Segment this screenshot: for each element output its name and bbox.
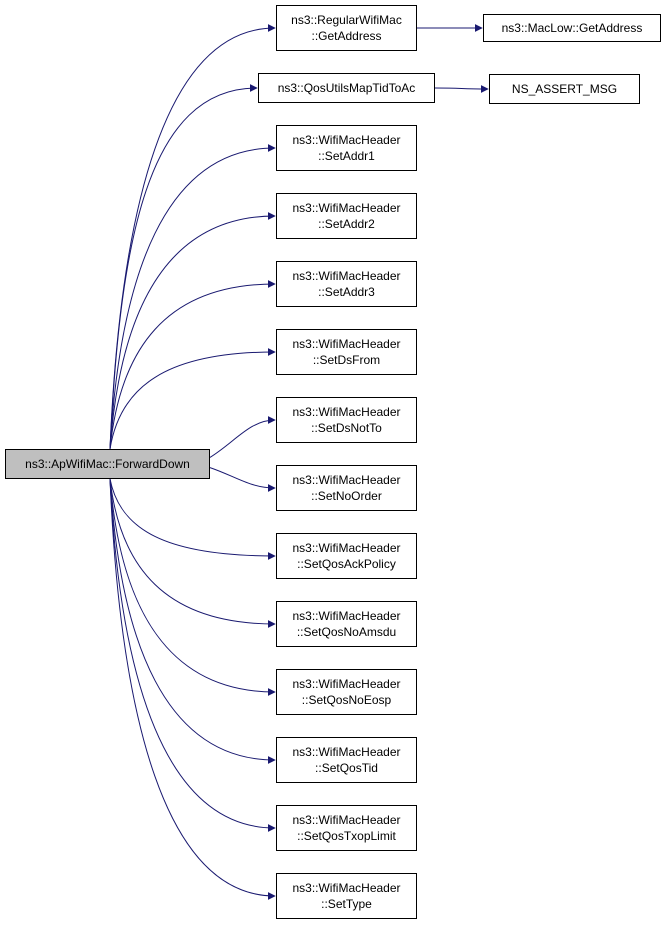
call-edge-5 — [109, 348, 276, 450]
call-edge-13 — [109, 478, 276, 900]
callee-label-line2: ::SetNoOrder — [311, 489, 382, 503]
callee-label-line1: ns3::WifiMacHeader — [292, 609, 401, 623]
callee-label-line1: ns3::WifiMacHeader — [292, 881, 401, 895]
callee-node-ns3-wifimacheader-settype[interactable]: ns3::WifiMacHeader::SetType — [276, 873, 417, 919]
callee-node-ns3-wifimacheader-setaddr2[interactable]: ns3::WifiMacHeader::SetAddr2 — [276, 193, 417, 239]
callee-label-line2: ::SetQosNoAmsdu — [296, 625, 397, 639]
call-edge-9 — [109, 478, 276, 628]
callee-label-line1: ns3::WifiMacHeader — [292, 813, 401, 827]
callee-label-line2: ::SetQosAckPolicy — [297, 557, 396, 571]
callee-node-ns3-wifimacheader-setdsnotto[interactable]: ns3::WifiMacHeader::SetDsNotTo — [276, 397, 417, 443]
callee-label-line2: ::SetType — [321, 897, 372, 911]
callee-label-line2: ::GetAddress — [311, 29, 382, 43]
callee-label-line2: ::SetAddr1 — [318, 149, 375, 163]
callee-node-ns3-wifimacheader-setnoorder[interactable]: ns3::WifiMacHeader::SetNoOrder — [276, 465, 417, 511]
call-edge-3 — [109, 212, 276, 450]
call-edge-level2-1 — [434, 84, 489, 93]
callee-node-ns3-wifimacheader-setqosnoeosp[interactable]: ns3::WifiMacHeader::SetQosNoEosp — [276, 669, 417, 715]
callee-label-line1: ns3::WifiMacHeader — [292, 745, 401, 759]
callee-label-line1: ns3::WifiMacHeader — [292, 541, 401, 555]
callee-label-line1: ns3::WifiMacHeader — [292, 269, 401, 283]
callee-label-line1: ns3::WifiMacHeader — [292, 677, 401, 691]
callee-node-ns-assert-msg[interactable]: NS_ASSERT_MSG — [489, 74, 640, 104]
callee-node-ns3-wifimacheader-setqosnoamsdu[interactable]: ns3::WifiMacHeader::SetQosNoAmsdu — [276, 601, 417, 647]
callee-label: ns3::MacLow::GetAddress — [501, 21, 643, 35]
call-edge-12 — [109, 478, 276, 832]
callee-label-line1: ns3::RegularWifiMac — [291, 13, 402, 27]
call-edge-7 — [209, 467, 276, 492]
callee-label: NS_ASSERT_MSG — [511, 82, 618, 96]
callee-node-ns3-qosutilsmaptidtoac[interactable]: ns3::QosUtilsMapTidToAc — [258, 73, 435, 103]
callee-label-line2: ::SetQosTxopLimit — [297, 829, 396, 843]
callee-node-ns3-maclow-getaddress[interactable]: ns3::MacLow::GetAddress — [483, 14, 661, 42]
callee-node-ns3-wifimacheader-setqosackpolicy[interactable]: ns3::WifiMacHeader::SetQosAckPolicy — [276, 533, 417, 579]
callee-label-line2: ::SetAddr2 — [318, 217, 375, 231]
call-edge-6 — [209, 416, 276, 458]
root-function-label: ns3::ApWifiMac::ForwardDown — [25, 457, 190, 471]
callee-label-line2: ::SetDsFrom — [312, 353, 381, 367]
callee-label-line1: ns3::WifiMacHeader — [292, 473, 401, 487]
call-edge-0 — [109, 24, 276, 450]
callee-label-line1: ns3::QosUtilsMapTidToAc — [277, 81, 416, 95]
callee-label-line2: ::SetQosTid — [315, 761, 378, 775]
callee-label-line2: ::SetQosNoEosp — [301, 693, 392, 707]
callee-node-ns3-regularwifimac-getaddress[interactable]: ns3::RegularWifiMac::GetAddress — [276, 5, 417, 51]
callee-label-line2: ::SetDsNotTo — [311, 421, 382, 435]
root-function-node: ns3::ApWifiMac::ForwardDown — [5, 449, 210, 479]
call-edge-8 — [109, 478, 276, 560]
callee-node-ns3-wifimacheader-setqostxoplimit[interactable]: ns3::WifiMacHeader::SetQosTxopLimit — [276, 805, 417, 851]
callee-label-line1: ns3::WifiMacHeader — [292, 337, 401, 351]
call-edge-1 — [109, 84, 258, 450]
callee-label-line1: ns3::WifiMacHeader — [292, 133, 401, 147]
callee-node-ns3-wifimacheader-setqostid[interactable]: ns3::WifiMacHeader::SetQosTid — [276, 737, 417, 783]
callee-node-ns3-wifimacheader-setdsfrom[interactable]: ns3::WifiMacHeader::SetDsFrom — [276, 329, 417, 375]
callee-label-line1: ns3::WifiMacHeader — [292, 405, 401, 419]
call-edge-11 — [109, 478, 276, 764]
callee-node-ns3-wifimacheader-setaddr1[interactable]: ns3::WifiMacHeader::SetAddr1 — [276, 125, 417, 171]
call-edge-4 — [109, 280, 276, 450]
callee-label-line2: ::SetAddr3 — [318, 285, 375, 299]
call-edge-2 — [109, 144, 276, 450]
callee-label-line1: ns3::WifiMacHeader — [292, 201, 401, 215]
callee-node-ns3-wifimacheader-setaddr3[interactable]: ns3::WifiMacHeader::SetAddr3 — [276, 261, 417, 307]
call-edge-10 — [109, 478, 276, 696]
